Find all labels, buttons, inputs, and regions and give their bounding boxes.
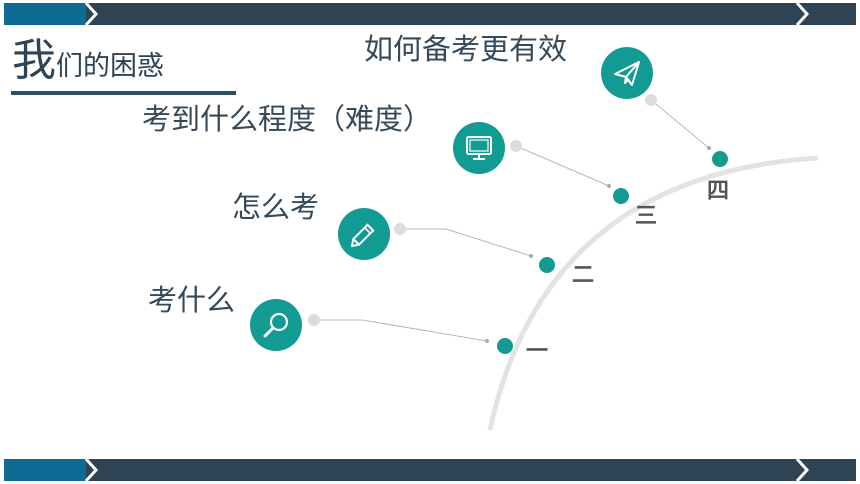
title-underline [11,91,236,95]
item-label-3: 考到什么程度（难度） [142,102,433,136]
timeline-arc [487,155,819,431]
pencil-icon [338,208,390,260]
connector-line-4 [650,99,710,149]
paper-plane-icon [601,47,653,99]
connector-end-dot-1 [485,339,489,343]
bottom-banner-bar [4,459,856,481]
connector-end-dot-4 [707,146,711,150]
connector-line-1b [361,319,488,342]
connector-end-dot-3 [607,184,611,188]
node-dot-4 [712,151,728,167]
page-title: 我们的困惑 [12,36,164,86]
connector-start-dot-3 [510,140,522,152]
connector-start-dot-2 [394,223,406,235]
connector-start-dot-4 [645,94,657,106]
node-dot-1 [497,338,513,354]
item-label-1: 考什么 [148,283,236,317]
title-rest: 们的困惑 [56,51,164,82]
connector-line-2b [445,228,532,257]
top-banner-bar [4,3,856,25]
connector-end-dot-2 [529,254,533,258]
magnifier-icon [250,299,302,351]
node-dot-3 [613,188,629,204]
item-number-2: 二 [572,263,595,288]
item-number-1: 一 [526,339,549,364]
monitor-icon [453,122,505,174]
title-first-char: 我 [12,35,56,86]
connector-line-3 [515,145,610,187]
item-number-3: 三 [635,204,658,229]
item-number-4: 四 [707,179,730,204]
item-label-2: 怎么考 [232,190,320,224]
node-dot-2 [539,257,555,273]
item-label-4: 如何备考更有效 [364,32,568,66]
connector-start-dot-1 [308,314,320,326]
